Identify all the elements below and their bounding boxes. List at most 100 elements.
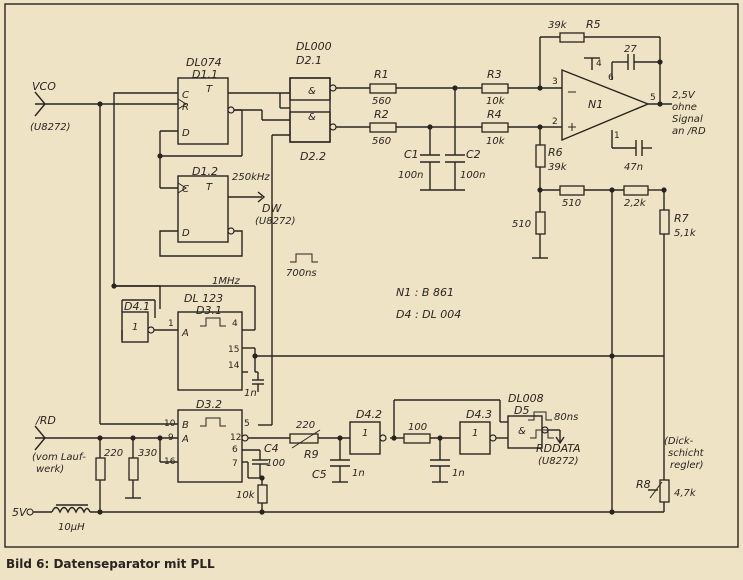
label-pin1: 1 xyxy=(614,131,620,141)
label-dl074: DL074 xyxy=(186,56,222,69)
label-ff-d1: D xyxy=(182,128,190,139)
label-1n-c: 1n xyxy=(452,468,465,479)
resistor-330 xyxy=(128,457,139,481)
label-r6-val: 39k xyxy=(548,162,568,173)
label-d21: D2.1 xyxy=(296,54,322,67)
label-80ns: 80ns xyxy=(554,412,578,423)
label-dl123: DL 123 xyxy=(184,292,223,305)
pulse-700ns-symbol xyxy=(290,253,318,263)
label-schicht: schicht xyxy=(668,448,705,459)
pulse-rddata-symbol xyxy=(530,429,554,439)
label-d32-b: B xyxy=(182,420,189,431)
label-r6: R6 xyxy=(548,146,563,159)
label-rd: /RD xyxy=(35,414,56,427)
label-pin2: 2 xyxy=(552,117,558,127)
label-rddata: RDDATA xyxy=(536,442,581,455)
label-250khz: 250kHz xyxy=(232,172,270,183)
label-r5-val: 39k xyxy=(548,20,568,31)
label-an-rd: an /RD xyxy=(672,126,706,137)
label-c5: C5 xyxy=(312,468,327,481)
label-2-5v: 2,5V xyxy=(672,90,696,101)
label-r3: R3 xyxy=(487,68,502,81)
figure-caption: Bild 6: Datenseparator mit PLL xyxy=(6,557,215,571)
resistor-r1 xyxy=(369,83,397,94)
resistor-r4 xyxy=(481,122,509,133)
label-d31-pin14: 14 xyxy=(228,361,240,371)
label-d41-1: 1 xyxy=(132,322,138,333)
diagram-frame xyxy=(4,3,739,548)
resistor-220-a xyxy=(95,457,106,481)
resistor-10k-bottom xyxy=(257,484,268,504)
label-r7: R7 xyxy=(674,212,689,225)
label-c2: C2 xyxy=(466,148,481,161)
label-d32-pin16: 16 xyxy=(164,457,176,467)
label-r4-val: 10k xyxy=(486,136,506,147)
monoflop-d32 xyxy=(177,409,243,483)
label-d4-type: D4 : DL 004 xyxy=(396,308,461,321)
capacitors xyxy=(330,54,637,467)
label-werk: werk) xyxy=(36,464,64,475)
label-c1: C1 xyxy=(404,148,419,161)
label-vom: (vom Lauf- xyxy=(32,452,86,463)
labels: VCO (U8272) DL074 D1.1 D1.2 250kHz DW (U… xyxy=(12,18,706,533)
label-dick: (Dick- xyxy=(664,436,694,447)
label-pin6: 6 xyxy=(608,73,614,83)
trimmer-r8 xyxy=(659,479,670,503)
resistor-510-b xyxy=(535,211,546,235)
inverter-d41 xyxy=(121,311,149,343)
label-r4: R4 xyxy=(487,108,502,121)
label-d31-pin1: 1 xyxy=(168,319,174,329)
label-330: 330 xyxy=(138,448,157,459)
label-d22: D2.2 xyxy=(300,150,326,163)
resistor-510-a xyxy=(559,185,585,196)
label-and-2: & xyxy=(308,112,316,123)
label-dw-chip: (U8272) xyxy=(255,216,296,227)
label-r1: R1 xyxy=(374,68,389,81)
label-regler: regler) xyxy=(670,460,704,471)
label-ff-t1: T xyxy=(206,84,213,95)
resistor-r7 xyxy=(659,209,670,235)
label-r7-val: 5,1k xyxy=(674,228,697,239)
label-d32-a: A xyxy=(181,434,189,445)
label-n1-type: N1 : B 861 xyxy=(396,286,454,299)
label-d11: D1.1 xyxy=(192,68,218,81)
label-d12: D1.2 xyxy=(192,165,218,178)
label-ff-c2: C xyxy=(182,184,189,195)
label-c4-val: 100 xyxy=(266,458,285,469)
label-r22k: 2,2k xyxy=(624,198,647,209)
label-r1-val: 560 xyxy=(372,96,391,107)
resistor-r2 xyxy=(369,122,397,133)
label-100: 100 xyxy=(408,422,427,433)
label-ff-d2: D xyxy=(182,228,190,239)
wires xyxy=(26,36,672,516)
label-d32-pin10: 10 xyxy=(164,419,176,429)
label-d32-pin12: 12 xyxy=(230,433,241,443)
label-1n-a: 1n xyxy=(244,388,257,399)
label-dl008: DL008 xyxy=(508,392,544,405)
label-d31-pin15: 15 xyxy=(228,345,239,355)
label-vco: VCO xyxy=(32,80,56,93)
label-d31-pin4: 4 xyxy=(232,319,238,329)
label-vco-chip: (U8272) xyxy=(30,122,71,133)
junctions xyxy=(97,59,667,515)
opamp-n1 xyxy=(561,68,650,142)
label-c2-val: 100n xyxy=(460,170,485,181)
label-1mhz: 1MHz xyxy=(212,276,241,287)
label-ff-r1: R xyxy=(182,102,189,113)
label-d5: D5 xyxy=(514,404,529,417)
label-c27: 27 xyxy=(624,44,637,55)
resistor-r3 xyxy=(481,83,509,94)
label-r5: R5 xyxy=(586,18,601,31)
label-d32-pin7: 7 xyxy=(232,459,238,469)
label-10uh: 10μH xyxy=(58,522,85,533)
label-d42: D4.2 xyxy=(356,408,382,421)
label-r3-val: 10k xyxy=(486,96,506,107)
resistor-100 xyxy=(403,433,431,444)
label-d43: D4.3 xyxy=(466,408,492,421)
label-5v: 5V xyxy=(12,506,28,519)
label-1n-b: 1n xyxy=(352,468,365,479)
label-d43-1: 1 xyxy=(472,428,478,439)
label-dw: DW xyxy=(262,202,282,215)
